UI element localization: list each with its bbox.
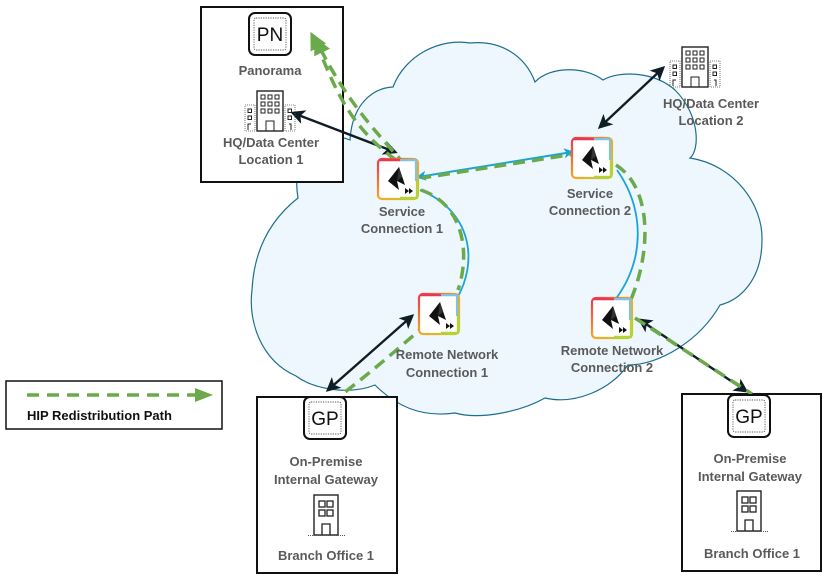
hip-path-rn1-sc1 xyxy=(420,188,466,291)
hq2-building-icon[interactable] xyxy=(669,46,721,88)
sc2-label-line2: Connection 2 xyxy=(549,203,631,218)
hq1-label-line2: Location 1 xyxy=(238,152,303,167)
branch2-gateway-icon-text: GP xyxy=(735,407,762,428)
branch1-gateway-label-line1: On-Premise xyxy=(290,454,363,469)
service-connection-1-icon[interactable] xyxy=(376,157,420,201)
hq2-label-line1: HQ/Data Center xyxy=(663,96,759,111)
branch2-gateway-label-line1: On-Premise xyxy=(714,451,787,466)
branch2-gateway-label-line2: Internal Gateway xyxy=(698,469,803,484)
sc1-label-line2: Connection 1 xyxy=(361,221,443,236)
remote-network-connection-2-icon[interactable] xyxy=(590,296,634,340)
link-sc2-hq2 xyxy=(597,66,666,129)
hip-path-sc2-rn2 xyxy=(615,163,647,307)
tunnel-sc2-to-rn2 xyxy=(614,169,639,301)
service-connection-2-icon[interactable] xyxy=(570,136,614,180)
hip-path-sc2-sc1 xyxy=(421,148,601,180)
hip-path-sc1-panorama-a xyxy=(314,36,420,182)
branch1-gateway-icon-text: GP xyxy=(311,409,338,430)
tunnel-sc1-to-rn1 xyxy=(419,189,470,301)
rn2-label-line1: Remote Network xyxy=(561,343,664,358)
branch2-gateway-icon[interactable]: GP xyxy=(727,394,771,438)
sc1-label-line1: Service xyxy=(379,204,425,219)
link-rn1-branch1 xyxy=(325,314,415,392)
rn1-label-line1: Remote Network xyxy=(396,347,499,362)
panorama-label: Panorama xyxy=(239,63,303,78)
rn2-label-line2: Connection 2 xyxy=(571,360,653,375)
panorama-icon[interactable]: PN xyxy=(248,12,292,56)
branch1-gateway-icon[interactable]: GP xyxy=(303,396,347,440)
hq2-label-line2: Location 2 xyxy=(678,113,743,128)
branch1-office-label: Branch Office 1 xyxy=(278,548,374,563)
rn1-label-line2: Connection 1 xyxy=(406,365,488,380)
legend-label: HIP Redistribution Path xyxy=(27,408,172,423)
remote-network-connection-1-icon[interactable] xyxy=(417,292,461,336)
legend-arrowhead-icon xyxy=(195,388,213,402)
hip-path-sc1-panorama-b xyxy=(310,31,398,162)
hip-path-rn2-branch2 xyxy=(634,316,753,396)
sc2-label-line1: Service xyxy=(567,186,613,201)
branch1-gateway-label-line2: Internal Gateway xyxy=(274,472,379,487)
legend-box xyxy=(5,380,223,430)
panorama-icon-text: PN xyxy=(257,25,283,46)
branch2-office-label: Branch Office 1 xyxy=(704,546,800,561)
hq1-label-line1: HQ/Data Center xyxy=(223,135,319,150)
